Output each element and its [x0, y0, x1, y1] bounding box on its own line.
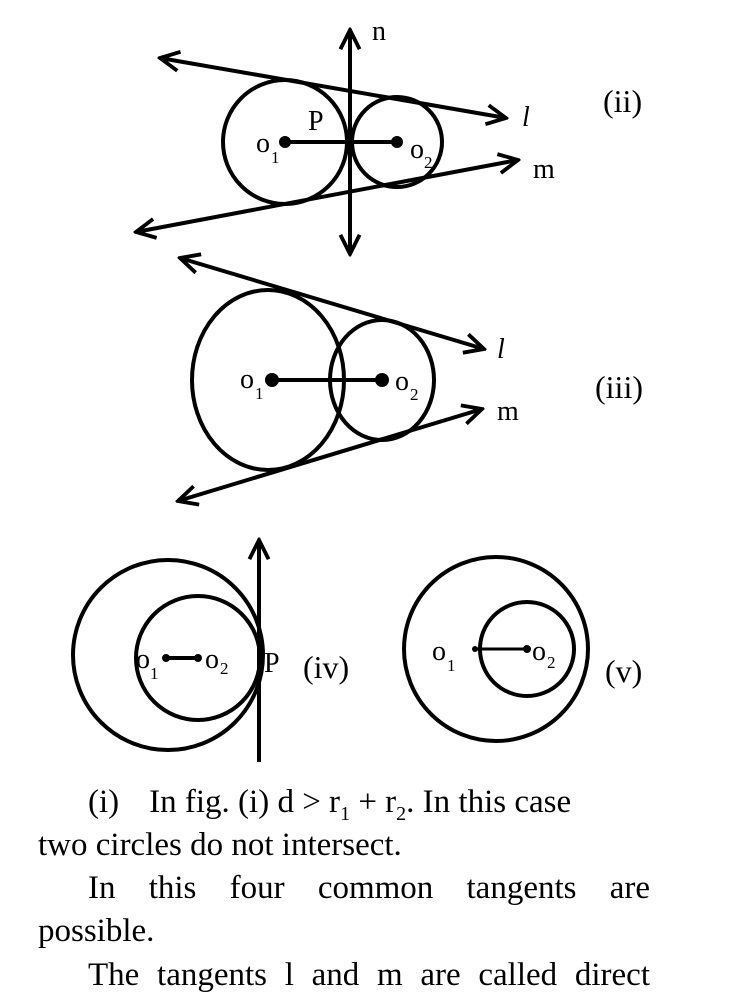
label-o2: o — [532, 636, 546, 667]
label-o2: o — [410, 134, 424, 165]
text-line-3: In this four common tangents are — [88, 870, 650, 906]
figure-iv — [71, 540, 265, 762]
figure-iii — [178, 258, 484, 501]
tangent-l — [160, 58, 506, 118]
subscript-2: 2 — [396, 803, 407, 825]
label-o1-sub: 1 — [255, 384, 264, 403]
caption-iii: (iii) — [595, 369, 643, 405]
item-number: (i) — [88, 784, 120, 820]
label-l: l — [497, 334, 505, 365]
figures-diagram: n P o 1 o 2 l m (ii) o 1 o 2 l m (iii) o… — [71, 16, 643, 762]
figure-ii — [136, 30, 518, 254]
label-p: P — [308, 106, 324, 137]
label-m: m — [497, 396, 519, 427]
center-dot — [391, 136, 403, 148]
figure-v — [402, 555, 590, 743]
caption-iv: (iv) — [303, 649, 349, 685]
label-p: P — [264, 648, 280, 679]
label-o1-sub: 1 — [150, 664, 159, 683]
caption-v: (v) — [605, 653, 642, 689]
circle-o1 — [71, 558, 265, 752]
subscript-1: 1 — [340, 803, 351, 825]
center-dot — [375, 373, 389, 387]
center-dot — [472, 646, 478, 652]
center-dot — [194, 654, 202, 662]
label-o2-sub: 2 — [220, 659, 229, 678]
label-o1-sub: 1 — [447, 656, 456, 675]
label-o1-sub: 1 — [271, 148, 280, 167]
tangent-m — [136, 160, 518, 232]
tangent-m — [178, 409, 482, 501]
line1-part-c: . In this case — [406, 784, 572, 820]
center-dot — [265, 373, 279, 387]
text-line-1: (i) In fig. (i) d > r1 + r2. In this case — [88, 781, 650, 824]
label-o1: o — [240, 364, 254, 395]
center-dot — [162, 654, 170, 662]
circle-o1 — [402, 555, 590, 743]
text-line-5: The tangents l and m are called direct — [88, 957, 650, 993]
label-o2-sub: 2 — [410, 385, 419, 404]
label-o1: o — [136, 644, 150, 675]
label-n: n — [372, 16, 386, 47]
label-o2-sub: 2 — [424, 153, 433, 172]
label-o1: o — [256, 128, 270, 159]
label-o2: o — [395, 366, 409, 397]
label-l: l — [522, 102, 530, 133]
center-dot — [279, 136, 291, 148]
label-m: m — [533, 154, 555, 185]
label-o1: o — [432, 636, 446, 667]
label-o2-sub: 2 — [547, 653, 556, 672]
center-dot — [523, 645, 531, 653]
text-line-2: two circles do not intersect. — [38, 827, 402, 863]
line1-part-a: In fig. (i) d > r — [149, 784, 341, 820]
text-line-4: possible. — [38, 913, 155, 949]
label-o2: o — [205, 644, 219, 675]
tangent-l — [180, 258, 484, 349]
caption-ii: (ii) — [603, 83, 642, 119]
line1-part-b: + r — [350, 784, 397, 820]
